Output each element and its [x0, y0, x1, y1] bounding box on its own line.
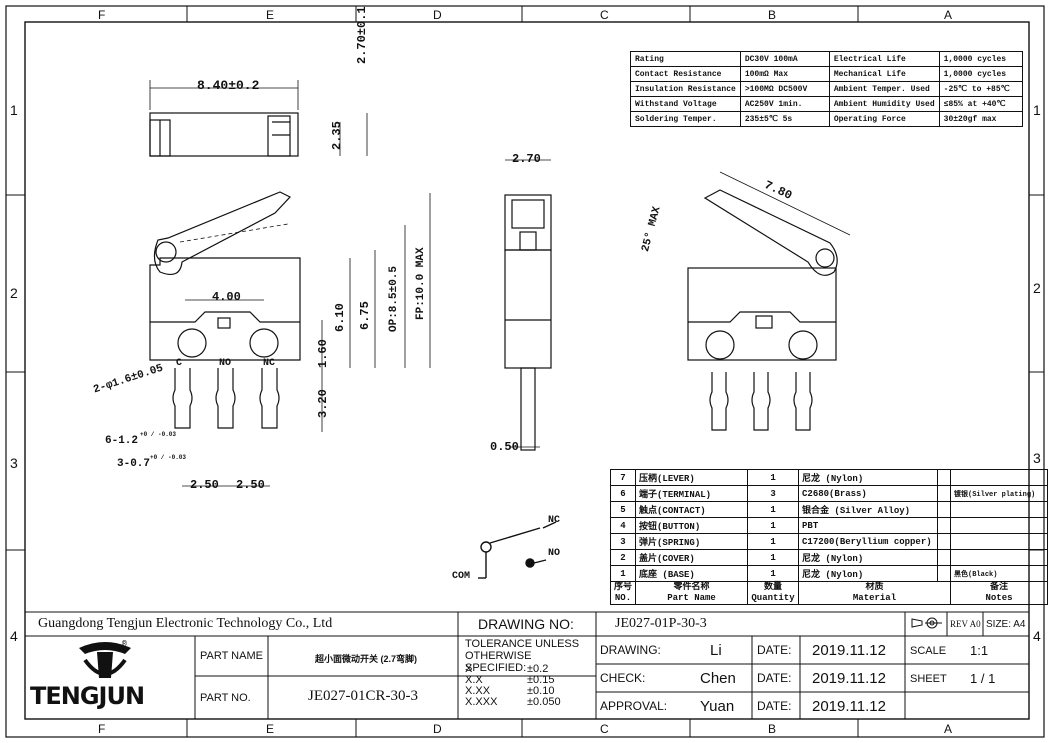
bom-header-qty-cn: 数量	[764, 582, 783, 592]
date-label: DATE:	[757, 643, 792, 657]
bom-header-note-cn: 备注	[990, 582, 1009, 592]
row-label: 2	[10, 285, 18, 301]
schematic-com: COM	[452, 571, 471, 582]
bom-header-note-en: Notes	[985, 593, 1013, 603]
dim-pin-width2-tol: +0 / -0.03	[150, 454, 187, 461]
svg-text:®: ®	[122, 640, 127, 649]
col-label: E	[266, 8, 275, 22]
schematic-nc: NC	[548, 515, 561, 526]
row-label: 4	[10, 628, 18, 644]
dim-pin-width1-tol: +0 / -0.03	[140, 431, 177, 438]
row-label: 4	[1033, 628, 1041, 644]
col-label: B	[768, 8, 777, 22]
drawing-no-label: DRAWING NO:	[478, 616, 574, 632]
bom-header-mat-en: Material	[852, 593, 897, 603]
part-name-label: PART NAME	[200, 650, 263, 662]
drawing-no: JE027-01P-30-3	[615, 616, 707, 631]
col-label: E	[266, 722, 275, 736]
part-name: 超小面微动开关 (2.7弯脚)	[315, 654, 418, 664]
dim-pitch-a: 2.50	[190, 478, 219, 492]
part-no: JE027-01CR-30-3	[308, 688, 418, 704]
row-label: 1	[10, 102, 18, 118]
approval-date: 2019.11.12	[812, 698, 886, 715]
approval-by: Yuan	[700, 698, 735, 715]
row-label: 3	[1033, 450, 1041, 466]
col-label: A	[944, 722, 953, 736]
dim-pin-width2: 3-0.7	[117, 458, 151, 470]
schematic-no: NO	[548, 548, 561, 559]
tol-grade: X	[465, 663, 473, 675]
revision: REV A0	[950, 619, 981, 629]
date-label: DATE:	[757, 671, 792, 685]
col-label: C	[600, 8, 609, 22]
pin-label-nc: NC	[263, 358, 276, 369]
pin-label-no: NO	[219, 358, 232, 369]
part-no-label: PART NO.	[200, 692, 251, 704]
dim-pin-width1: 6-1.2	[105, 435, 139, 447]
pin-label-c: C	[176, 358, 183, 369]
col-label: D	[433, 722, 442, 736]
spec-cell: 235±5℃ 5s	[739, 111, 830, 127]
spec-cell: 30±20gf max	[938, 111, 1023, 127]
bom-header-no-en: NO.	[614, 593, 632, 603]
check-label: CHECK:	[600, 671, 646, 685]
dim-pitch-b: 2.50	[236, 478, 265, 492]
col-label: F	[98, 8, 106, 22]
tengjun-logo-text: TENGJUN	[30, 682, 145, 710]
paper-size: SIZE: A4	[986, 619, 1026, 630]
col-label: F	[98, 722, 106, 736]
scale-value: 1:1	[970, 643, 989, 658]
row-label: 2	[1033, 280, 1041, 296]
dim-side-width: 2.70	[512, 152, 541, 166]
drawing-date: 2019.11.12	[812, 642, 886, 659]
tol-grade: X.XXX	[465, 696, 498, 708]
date-label: DATE:	[757, 699, 792, 713]
dim-top-length: 8.40±0.2	[197, 78, 260, 93]
dim-side-thickness: 0.50	[490, 440, 519, 454]
row-label: 1	[1033, 102, 1041, 118]
tolerance-title: TOLERANCE UNLESS OTHERWISE SPECIFIED:	[465, 638, 580, 674]
tol-value: ±0.2	[527, 663, 549, 675]
company-name: Guangdong Tengjun Electronic Technology …	[38, 616, 333, 631]
col-label: B	[768, 722, 777, 736]
drawing-label: DRAWING:	[600, 643, 661, 657]
col-label: D	[433, 8, 442, 22]
spec-cell: Operating Force	[828, 111, 940, 127]
tolerance-list: X ±0.2 X.X ±0.15 X.XX ±0.10 X.XXX ±0.050	[465, 664, 561, 708]
check-date: 2019.11.12	[812, 670, 886, 687]
tol-value: ±0.050	[527, 696, 561, 708]
scale-label: SCALE	[910, 645, 947, 657]
sheet-value: 1 / 1	[970, 671, 996, 686]
tol-grade: X.X	[465, 674, 483, 686]
row-label: 3	[10, 455, 18, 471]
col-label: C	[600, 722, 609, 736]
approval-label: APPROVAL:	[600, 699, 668, 713]
dim-hole-spacing: 4.00	[212, 290, 241, 304]
tol-value: ±0.10	[527, 685, 555, 697]
bom-header-qty-en: Quantity	[751, 593, 795, 603]
tengjun-logo-mark: ®	[79, 640, 131, 678]
col-label: A	[944, 8, 953, 22]
tol-value: ±0.15	[527, 674, 555, 686]
bom-header-part-cn: 零件名称	[673, 582, 710, 592]
tol-grade: X.XX	[465, 685, 491, 697]
check-by: Chen	[700, 670, 736, 687]
bom-header-part-en: Part Name	[667, 593, 716, 603]
projection-icon	[911, 617, 942, 629]
drawing-by: Li	[710, 642, 722, 659]
bom-header-no-cn: 序号	[614, 582, 633, 592]
sheet-label: SHEET	[910, 673, 947, 685]
bom-header-mat-cn: 材质	[865, 582, 884, 592]
